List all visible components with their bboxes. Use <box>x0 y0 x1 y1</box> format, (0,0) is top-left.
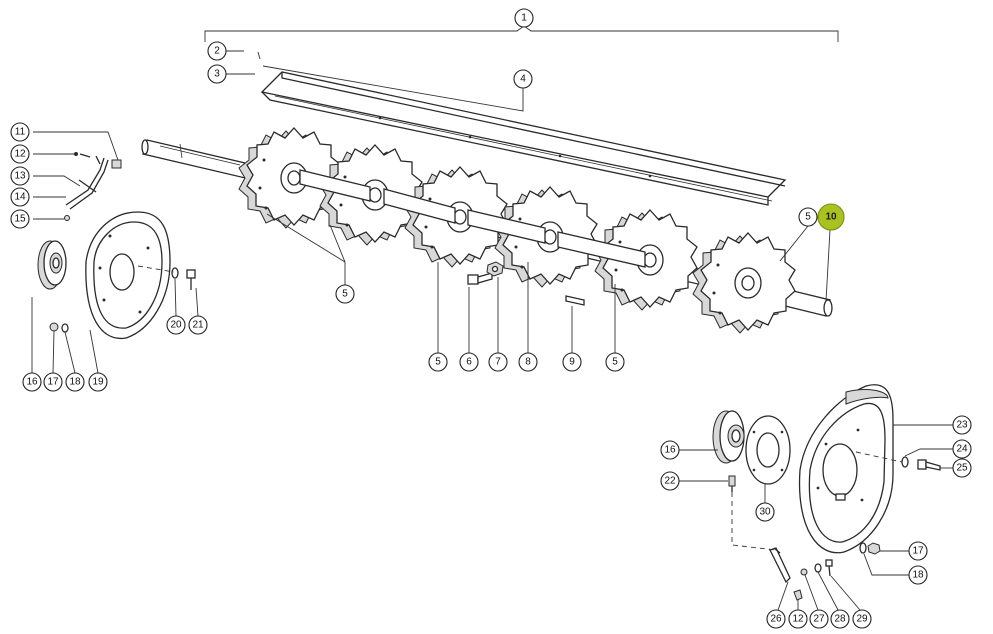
svg-text:12: 12 <box>14 149 26 160</box>
callout-3[interactable]: 3 <box>207 64 227 84</box>
svg-text:25: 25 <box>956 463 968 474</box>
svg-text:16: 16 <box>664 445 676 456</box>
callout-5-a[interactable]: 5 <box>335 284 355 304</box>
callout-17-b[interactable]: 17 <box>908 541 928 561</box>
svg-text:8: 8 <box>525 357 531 368</box>
callout-19[interactable]: 19 <box>88 372 108 392</box>
svg-text:5: 5 <box>805 212 811 223</box>
svg-text:4: 4 <box>520 74 526 85</box>
callout-18-a[interactable]: 18 <box>65 372 85 392</box>
shaft-assembly <box>141 25 839 353</box>
grease-nipple-12 <box>793 589 803 601</box>
callout-8[interactable]: 8 <box>518 352 538 372</box>
svg-text:5: 5 <box>612 357 618 368</box>
callout-26[interactable]: 26 <box>766 609 786 629</box>
callout-18-b[interactable]: 18 <box>908 565 928 585</box>
svg-text:22: 22 <box>664 476 676 487</box>
cover-plate <box>260 71 787 206</box>
svg-text:27: 27 <box>813 614 825 625</box>
large-end-cover <box>798 384 894 554</box>
svg-text:28: 28 <box>834 614 846 625</box>
callout-17-a[interactable]: 17 <box>43 372 63 392</box>
gasket-ring <box>745 415 791 485</box>
callout-5-b[interactable]: 5 <box>428 352 448 372</box>
callout-12-a[interactable]: 12 <box>10 144 30 164</box>
callout-10-highlighted[interactable]: 10 <box>817 203 845 231</box>
svg-text:21: 21 <box>192 320 204 331</box>
callout-16-b[interactable]: 16 <box>660 440 680 460</box>
svg-text:20: 20 <box>170 320 182 331</box>
bearing-housing <box>37 240 67 290</box>
callout-22[interactable]: 22 <box>660 471 680 491</box>
callout-1[interactable]: 1 <box>514 8 534 28</box>
left-bolt <box>186 269 196 290</box>
callout-25[interactable]: 25 <box>952 458 972 478</box>
svg-text:18: 18 <box>912 570 924 581</box>
svg-text:18: 18 <box>69 377 81 388</box>
callout-20[interactable]: 20 <box>166 315 186 335</box>
svg-text:2: 2 <box>214 46 220 57</box>
svg-text:9: 9 <box>569 357 575 368</box>
callout-24[interactable]: 24 <box>952 439 972 459</box>
callout-12-b[interactable]: 12 <box>788 609 808 629</box>
svg-text:24: 24 <box>956 444 968 455</box>
svg-text:17: 17 <box>912 546 924 557</box>
end-cover-disc <box>85 211 171 340</box>
callout-7[interactable]: 7 <box>488 352 508 372</box>
star-wheel-5 <box>595 210 697 310</box>
callout-21[interactable]: 21 <box>188 315 208 335</box>
svg-text:1: 1 <box>521 13 527 24</box>
svg-text:12: 12 <box>792 614 804 625</box>
bearing-flange <box>712 410 745 464</box>
assembly-bracket <box>204 25 839 42</box>
callout-5-c[interactable]: 5 <box>605 352 625 372</box>
callout-5-d[interactable]: 5 <box>798 207 818 227</box>
svg-text:7: 7 <box>495 357 501 368</box>
callouts: 1 2 3 4 5 5 5 5 6 7 8 9 10 11 12 13 14 1… <box>10 8 972 629</box>
callout-2[interactable]: 2 <box>207 41 227 61</box>
svg-text:6: 6 <box>466 357 472 368</box>
callout-30[interactable]: 30 <box>755 502 775 522</box>
svg-text:17: 17 <box>47 377 59 388</box>
svg-text:26: 26 <box>770 614 782 625</box>
key <box>565 295 585 306</box>
svg-text:23: 23 <box>956 420 968 431</box>
callout-16-a[interactable]: 16 <box>22 372 42 392</box>
callout-9[interactable]: 9 <box>562 352 582 372</box>
callout-23[interactable]: 23 <box>952 415 972 435</box>
svg-text:13: 13 <box>14 171 26 182</box>
svg-text:11: 11 <box>15 127 26 138</box>
svg-text:14: 14 <box>14 192 26 203</box>
callout-27[interactable]: 27 <box>809 609 829 629</box>
callout-15[interactable]: 15 <box>10 209 30 229</box>
svg-text:19: 19 <box>92 377 104 388</box>
svg-text:30: 30 <box>759 507 771 518</box>
svg-text:5: 5 <box>342 289 348 300</box>
star-wheel-6 <box>693 233 795 333</box>
grease-nipple <box>728 475 736 492</box>
hex-nut <box>486 261 504 277</box>
left-end-assembly <box>31 131 199 374</box>
svg-text:15: 15 <box>14 214 26 225</box>
callout-28[interactable]: 28 <box>830 609 850 629</box>
callout-6[interactable]: 6 <box>459 352 479 372</box>
callout-4[interactable]: 4 <box>513 69 533 89</box>
callout-13[interactable]: 13 <box>10 166 30 186</box>
lever-pin <box>769 547 791 584</box>
callout-29[interactable]: 29 <box>852 609 872 629</box>
callout-14[interactable]: 14 <box>10 187 30 207</box>
svg-text:3: 3 <box>214 69 220 80</box>
svg-text:5: 5 <box>435 357 441 368</box>
svg-text:10: 10 <box>825 212 837 223</box>
right-bolt-25 <box>917 459 941 471</box>
screw-29 <box>825 559 833 577</box>
svg-text:16: 16 <box>26 377 38 388</box>
callout-11[interactable]: 11 <box>10 122 30 142</box>
hex-bolt <box>467 272 493 285</box>
right-end-assembly <box>679 384 953 611</box>
svg-text:29: 29 <box>856 614 868 625</box>
linkage-pins <box>64 152 122 221</box>
